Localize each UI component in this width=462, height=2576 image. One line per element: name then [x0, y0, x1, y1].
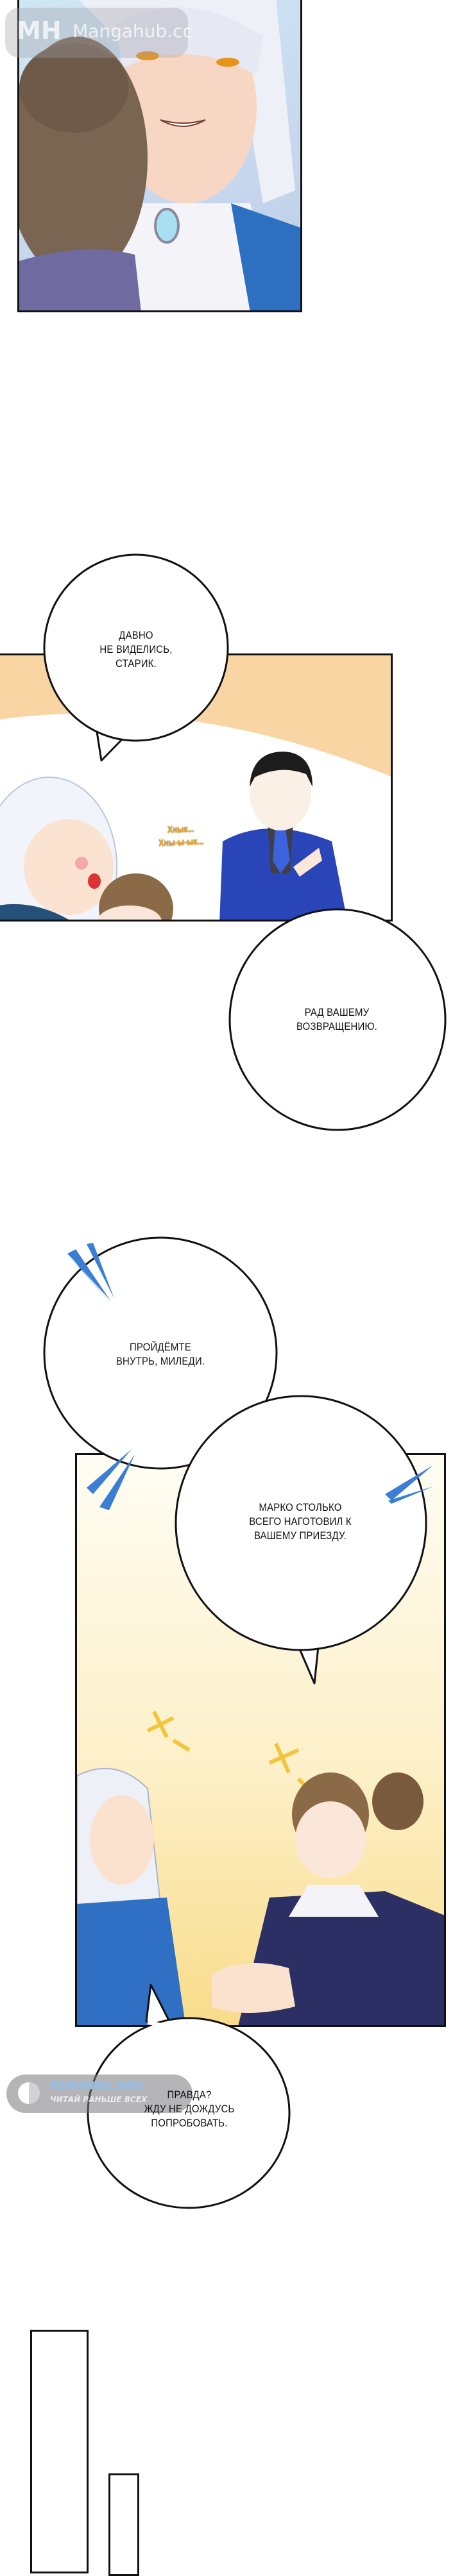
dialogue-4: МАРКО СТОЛЬКО ВСЕГО НАГОТОВИЛ К ВАШЕМУ П… [249, 1501, 352, 1542]
sparkle-marks [146, 1710, 310, 1790]
left-eye [136, 51, 159, 60]
panel-frame-short [108, 2473, 139, 2576]
panel-frame-tall [30, 2330, 89, 2573]
panel-closeup [17, 0, 302, 312]
remanga-tagline: ЧИТАЙ РАНЬШЕ ВСЕХ [50, 2095, 148, 2104]
cravat [96, 203, 276, 310]
blue-coat [231, 203, 300, 310]
butler-cravat [273, 829, 290, 873]
girl-coat [0, 904, 69, 920]
emphasis-marks [67, 1243, 433, 1510]
emphasis-mark-5 [385, 1465, 433, 1501]
hair-bun [19, 43, 128, 133]
dialogue-2: РАД ВАШЕМУ ВОЗВРАЩЕНИЮ. [296, 1006, 378, 1032]
girl-face [24, 819, 114, 915]
brooch [154, 208, 180, 244]
mangahub-logo: MH [17, 17, 62, 45]
lady-face [90, 1795, 154, 1885]
open-mouth [88, 873, 101, 889]
dialogue-5: ПРАВДА? ЖДУ НЕ ДОЖДУСЬ ПОПРОБОВАТЬ. [144, 2089, 235, 2129]
purple-dress [19, 249, 141, 310]
emphasis-mark-3 [87, 1449, 132, 1494]
speech-bubble-3 [43, 1236, 278, 1470]
emphasis-mark-2 [87, 1243, 114, 1299]
speech-bubble-1 [43, 553, 229, 762]
speech-bubble-4 [175, 1395, 427, 1685]
yin-yang-icon [18, 2082, 40, 2104]
mangahub-site: Mangahub.cc [73, 21, 193, 42]
butler-hand [293, 848, 322, 877]
maid-illustration [77, 1710, 444, 2025]
butler-hair [250, 752, 312, 787]
emphasis-mark-4 [99, 1454, 135, 1510]
remanga-watermark: REMANGA.ORG ЧИТАЙ РАНЬШЕ ВСЕХ [6, 2075, 193, 2113]
mangahub-watermark: MH Mangahub.cc [5, 8, 193, 58]
emphasis-mark-6 [388, 1486, 433, 1504]
greeting-illustration [0, 713, 391, 920]
maid-collar [289, 1885, 379, 1917]
speech-bubble-2 [228, 908, 447, 1131]
dialogue-1: ДАВНО НЕ ВИДЕЛИСЬ, СТАРИК. [99, 629, 173, 669]
closeup-illustration [19, 0, 300, 310]
maid-face [295, 1801, 366, 1878]
maid-bun [372, 1772, 424, 1830]
lady-blue-coat [77, 1898, 186, 2025]
smile [160, 119, 206, 127]
panel-greeting: Хнык... Хны-ы-ык... [0, 653, 393, 922]
clasped-hands [212, 1963, 295, 2013]
emphasis-mark-1 [67, 1249, 110, 1302]
maid-face [98, 905, 162, 920]
butler-face [250, 756, 311, 830]
dialogue-3: ПРОЙДЁМТЕ ВНУТРЬ, МИЛЕДИ. [116, 1341, 205, 1367]
speech-bubble-5 [87, 1983, 291, 2209]
sfx-sob: Хнык... Хны-ы-ык... [158, 823, 204, 849]
blush [75, 857, 88, 870]
right-eye [216, 58, 239, 67]
remanga-site: REMANGA.ORG [50, 2080, 143, 2092]
